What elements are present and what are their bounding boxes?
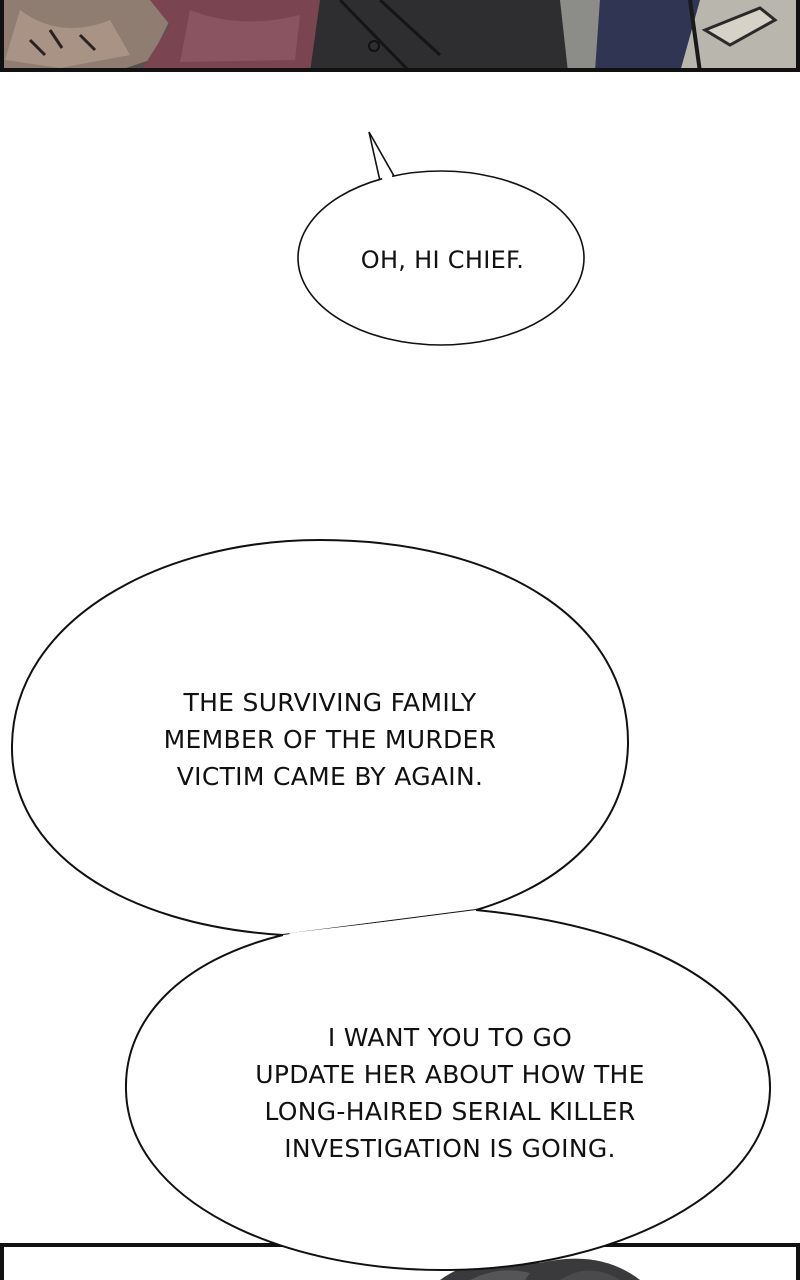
bubble-2-line-3: VICTIM CAME BY AGAIN. xyxy=(176,762,484,791)
bubble-2-line-1: THE SURVIVING FAMILY xyxy=(183,688,477,717)
bubble-1-line-1: OH, HI CHIEF. xyxy=(360,246,525,274)
top-panel-artwork xyxy=(0,0,800,72)
bubble-2-line-2: MEMBER OF THE MURDER xyxy=(163,725,497,754)
speech-bubble-2-text: THE SURVIVING FAMILY MEMBER OF THE MURDE… xyxy=(110,684,550,795)
top-comic-panel xyxy=(0,0,800,72)
bubble-3-line-4: INVESTIGATION IS GOING. xyxy=(284,1134,616,1163)
bubble-3-line-1: I WANT YOU TO GO xyxy=(327,1023,573,1052)
bubble-3-line-2: UPDATE HER ABOUT HOW THE xyxy=(255,1060,645,1089)
speech-bubble-2 xyxy=(10,538,630,937)
speech-bubble-1 xyxy=(297,131,585,346)
speech-bubble-3-text: I WANT YOU TO GO UPDATE HER ABOUT HOW TH… xyxy=(225,1019,675,1167)
bubble-3-line-3: LONG-HAIRED SERIAL KILLER xyxy=(264,1097,636,1126)
speech-bubble-1-text: OH, HI CHIEF. xyxy=(300,242,585,279)
speech-bubble-3 xyxy=(124,909,772,1272)
